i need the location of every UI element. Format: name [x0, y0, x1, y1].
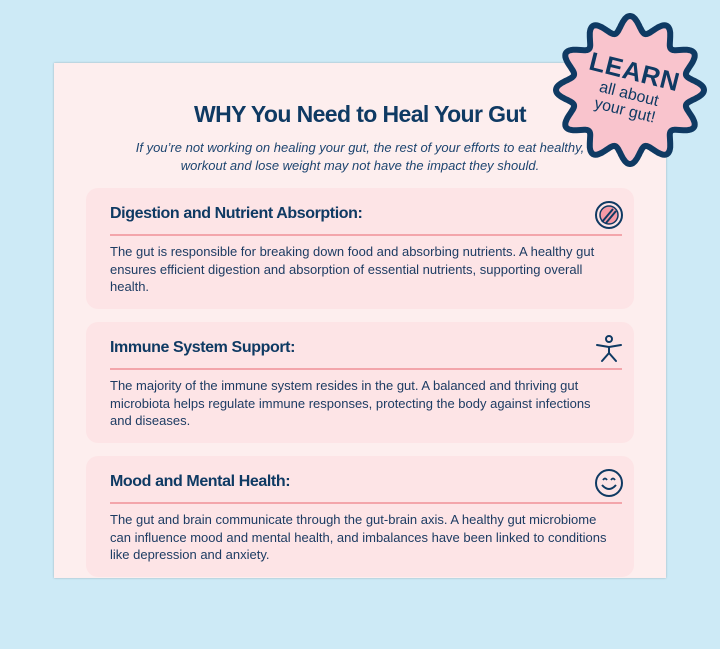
- subtitle: If you’re not working on healing your gu…: [135, 140, 585, 173]
- smiley-icon: [595, 469, 623, 497]
- section-heading: Digestion and Nutrient Absorption:: [110, 205, 363, 222]
- section-mood: Mood and Mental Health: The gut and brai…: [86, 456, 634, 577]
- divider: [110, 368, 622, 370]
- section-immune: Immune System Support: The majority of t…: [86, 322, 634, 443]
- section-body: The majority of the immune system reside…: [110, 378, 591, 428]
- person-stretch-icon: [596, 335, 622, 362]
- section-body: The gut is responsible for breaking down…: [110, 244, 595, 294]
- divider: [110, 502, 622, 504]
- section-body: The gut and brain communicate through th…: [110, 512, 607, 562]
- infographic-card: WHY You Need to Heal Your Gut If you’re …: [54, 63, 666, 578]
- plate-cutlery-icon: [595, 201, 623, 229]
- section-digestion: Digestion and Nutrient Absorption: The g…: [86, 188, 634, 309]
- section-heading: Mood and Mental Health:: [110, 473, 291, 490]
- page-title: WHY You Need to Heal Your Gut: [194, 101, 527, 127]
- learn-badge: LEARN all about your gut!: [550, 10, 710, 170]
- section-heading: Immune System Support:: [110, 339, 296, 356]
- divider: [110, 234, 622, 236]
- wavy-star-shape: [553, 13, 707, 167]
